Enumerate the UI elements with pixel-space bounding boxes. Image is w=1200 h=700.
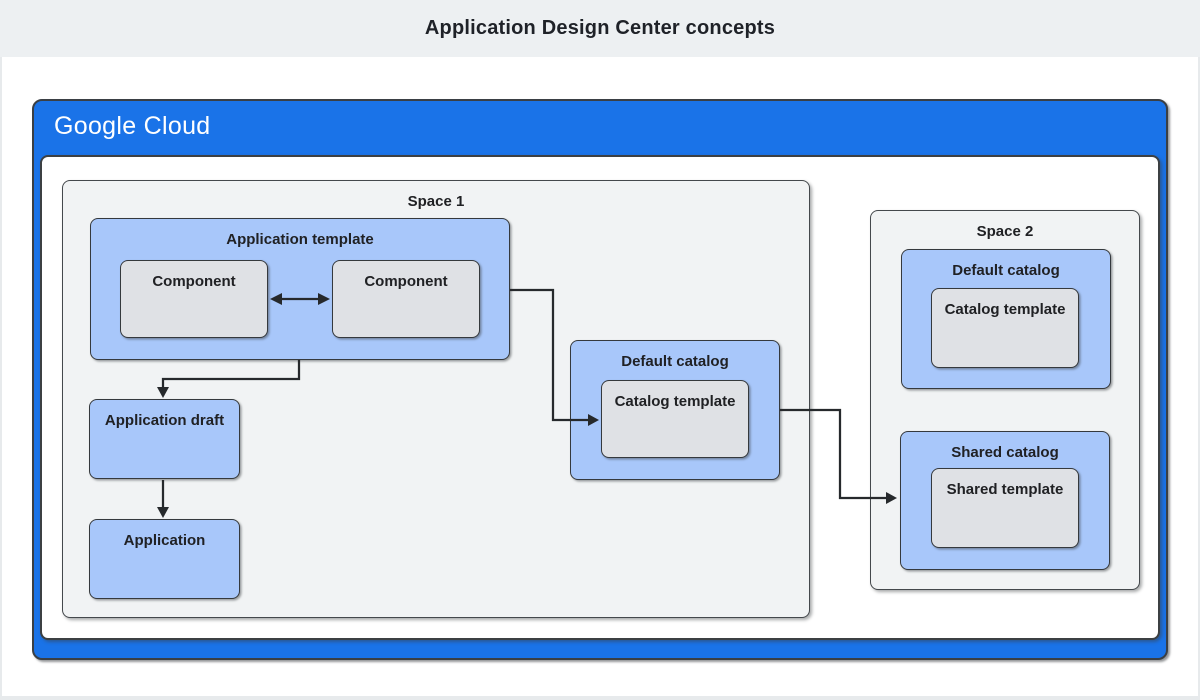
component-left-label: Component <box>152 273 236 290</box>
application-draft-box: Application draft <box>89 399 240 479</box>
space1-label: Space 1 <box>407 193 465 210</box>
application-box: Application <box>89 519 240 599</box>
page-title: Application Design Center concepts <box>424 17 776 39</box>
space2-default-catalog-label: Default catalog <box>952 262 1060 279</box>
space1-catalog-template-box: Catalog template <box>601 380 749 458</box>
space2-shared-catalog-label: Shared catalog <box>951 444 1059 461</box>
space2-label: Space 2 <box>976 223 1034 240</box>
application-draft-label: Application draft <box>104 412 225 429</box>
component-box-left: Component <box>120 260 268 338</box>
space2-shared-template-box: Shared template <box>931 468 1079 548</box>
space1-default-catalog-label: Default catalog <box>621 353 729 370</box>
application-label: Application <box>123 532 206 549</box>
page-header: Application Design Center concepts <box>0 0 1200 57</box>
component-right-label: Component <box>364 273 448 290</box>
space2-catalog-template-box: Catalog template <box>931 288 1079 368</box>
space1-catalog-template-label: Catalog template <box>614 393 736 410</box>
application-template-label: Application template <box>226 231 374 248</box>
google-cloud-logo: Google Cloud <box>54 112 211 140</box>
space2-catalog-template-label: Catalog template <box>944 301 1066 318</box>
component-box-right: Component <box>332 260 480 338</box>
space2-shared-template-label: Shared template <box>946 481 1064 498</box>
